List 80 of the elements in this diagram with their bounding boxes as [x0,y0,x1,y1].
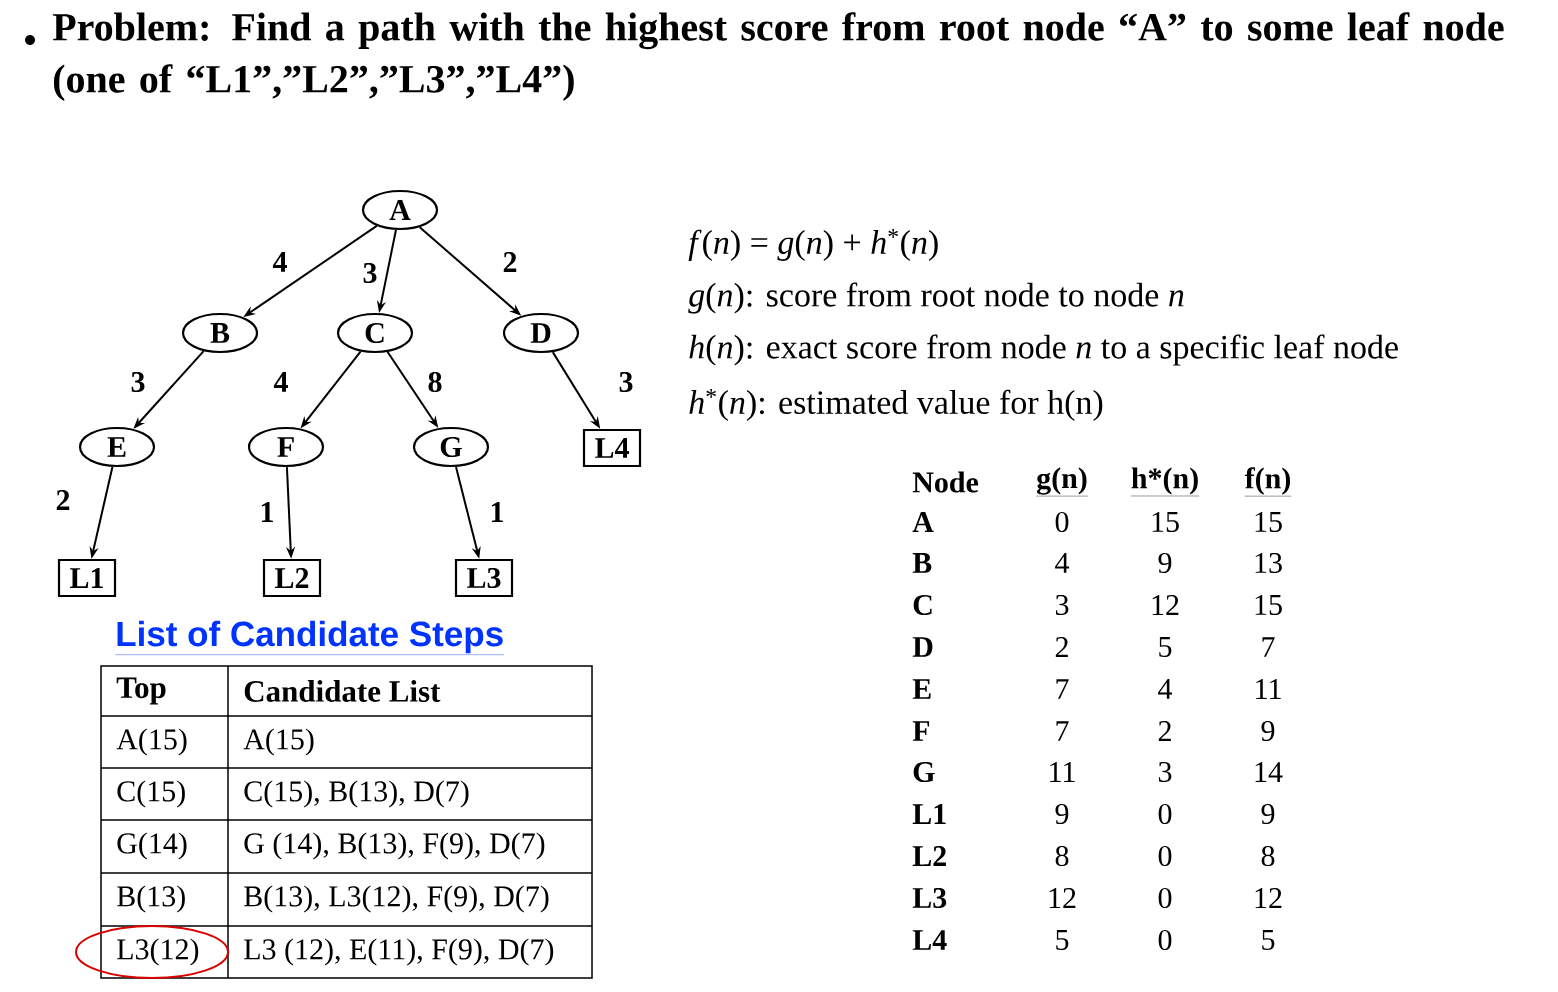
column-header: h*(n) [1130,467,1200,497]
column-header: g(n) [1036,467,1089,497]
edge-label: 2 [503,252,517,272]
edge-label: 3 [131,371,145,393]
edge-label: 4 [273,372,288,392]
formula-line: h$^{*}$(n): estimated value for h(n) [689,389,1103,421]
column-header: Node [912,471,979,493]
edge-label: 3 [363,262,377,284]
formula-line: h(n): exact score from node n to a specific leaf node [689,334,1398,366]
table-cell: 7 [1056,721,1069,741]
table-cell: 3 [1055,594,1069,616]
leaf-box: L1 [57,558,117,598]
table-cell: C(15), B(13), D(7) [244,780,469,808]
table-cell: 0 [1158,887,1172,909]
formula-line: g(n): score from root node to node n [688,282,1184,314]
table-cell: 12 [1049,888,1076,908]
table-cell: 2 [1055,637,1068,657]
table-cell: B [912,553,932,573]
edge-label: 1 [261,502,273,522]
table-cell: 9 [1261,803,1275,825]
edge-label: 1 [491,502,503,522]
table-cell: 13 [1255,552,1282,574]
table-cell: 5 [1262,930,1275,950]
title: Problem: Find a path with the highest score from root node “A” to some leaf node (one of “L1”,”L2”,”L3”,”L4”) [52,12,1504,101]
table-cell: L4 [912,930,947,950]
table-cell: B(13) [117,885,185,913]
table-cell: 7 [1262,637,1275,657]
table-cell: 8 [1261,845,1275,867]
table-cell: L3 [912,887,947,909]
table-cell: 0 [1158,803,1172,825]
table-cell: 15 [1255,594,1282,616]
table-cell: 11 [1256,679,1281,699]
table-cell: 9 [1158,552,1172,574]
table-cell: L2 [912,846,946,866]
table-cell: B(13), L3(12), F(9), D(7) [244,885,549,913]
table-cell: C(15) [117,780,185,808]
table-cell: Top [116,677,166,705]
table-cell: C [913,594,932,616]
table-cell: 11 [1050,762,1075,782]
table-cell: 15 [1255,511,1282,533]
table-cell: G [913,761,935,783]
table-cell: 0 [1158,929,1172,951]
table-cell: L3 (12), E(11), F(9), D(7) [244,938,554,966]
table-cell: 12 [1152,595,1179,615]
table-cell: 8 [1055,845,1069,867]
table-cell: 4 [1158,679,1173,699]
edge-label: 8 [428,371,442,393]
column-header: f(n) [1244,467,1292,497]
table-cell: Candidate List [244,680,441,702]
table-cell: L1 [912,804,946,824]
table-cell: 3 [1158,761,1172,783]
table-cell: A [912,512,934,532]
table-cell: D [912,637,933,657]
section-heading: List of Candidate Steps [115,620,505,655]
formula-line: f(n) = g(n) + h$^{*}$(n) [688,229,938,261]
table-cell: E [912,679,931,699]
table-cell: F [912,721,930,741]
table-cell: 7 [1056,679,1069,699]
leaf-box: L3 [454,558,514,598]
table-cell: L3(12) [117,938,199,966]
table-cell: 14 [1255,762,1283,782]
table-cell: 9 [1055,803,1069,825]
edge-label: 4 [272,252,287,272]
table-cell: 4 [1055,553,1070,573]
edge-label: 2 [56,490,70,510]
table-cell: 5 [1159,637,1172,657]
table-cell: 0 [1158,845,1172,867]
table-cell: 0 [1055,511,1069,533]
table-cell: 12 [1255,888,1282,908]
edge-label: 3 [619,371,633,393]
table-cell: G (14), B(13), F(9), D(7) [244,832,545,860]
table-cell: 2 [1158,721,1171,741]
table-cell: A(15) [243,728,314,756]
table-cell: 9 [1261,720,1275,742]
table-cell: G(14) [117,832,187,860]
leaf-box: L4 [582,428,642,468]
table-cell: 5 [1056,930,1069,950]
table-cell: A(15) [116,728,187,756]
table-cell: 15 [1152,511,1179,533]
leaf-box: L2 [262,558,322,598]
